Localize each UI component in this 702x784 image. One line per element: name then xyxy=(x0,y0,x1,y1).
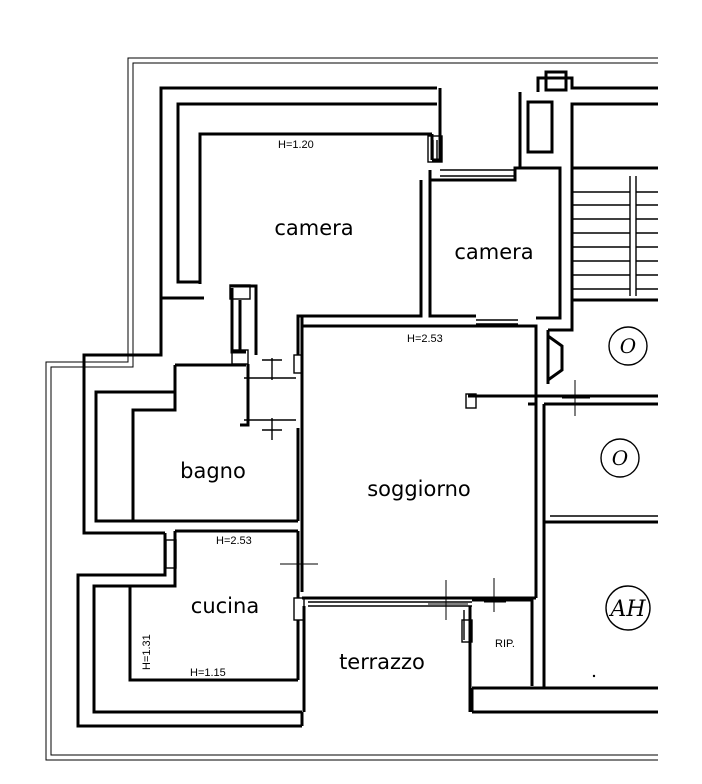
label-cucina: cucina xyxy=(191,594,259,618)
hall xyxy=(229,284,303,440)
room-camera-2 xyxy=(428,92,562,325)
label-bagno: bagno xyxy=(180,459,246,483)
o-circle-icon xyxy=(608,326,648,366)
height-cucina-bottom: H=1.15 xyxy=(190,667,226,679)
label-terrazzo: terrazzo xyxy=(339,650,425,674)
dot-mark xyxy=(592,674,596,678)
height-cucina-top: H=2.53 xyxy=(216,535,252,547)
room-bagno xyxy=(131,363,300,523)
label-soggiorno: soggiorno xyxy=(367,477,471,501)
height-camera-1: H=1.20 xyxy=(278,139,314,151)
symbol-o-top-label: O xyxy=(620,334,636,358)
label-camera-2: camera xyxy=(454,240,533,264)
room-cucina xyxy=(128,529,305,682)
label-camera-1: camera xyxy=(274,216,353,240)
stairs xyxy=(548,162,658,332)
height-soggiorno: H=2.53 xyxy=(407,333,443,345)
symbol-o-mid-label: O xyxy=(612,446,628,470)
room-camera-1 xyxy=(198,88,443,355)
neighbor-area xyxy=(472,330,658,688)
ah-circle-icon xyxy=(605,585,651,631)
symbol-o-top: O xyxy=(608,326,648,366)
room-soggiorno xyxy=(280,316,538,620)
outer-boundary xyxy=(45,57,658,761)
room-terrazzo xyxy=(302,606,473,712)
height-cucina-left: H=1.31 xyxy=(141,634,153,670)
o-circle-icon xyxy=(600,438,640,478)
symbol-ah: AH xyxy=(605,585,651,631)
symbol-ah-label: AH xyxy=(608,597,646,622)
label-rip: RIP. xyxy=(495,638,515,650)
symbol-o-mid: O xyxy=(600,438,640,478)
